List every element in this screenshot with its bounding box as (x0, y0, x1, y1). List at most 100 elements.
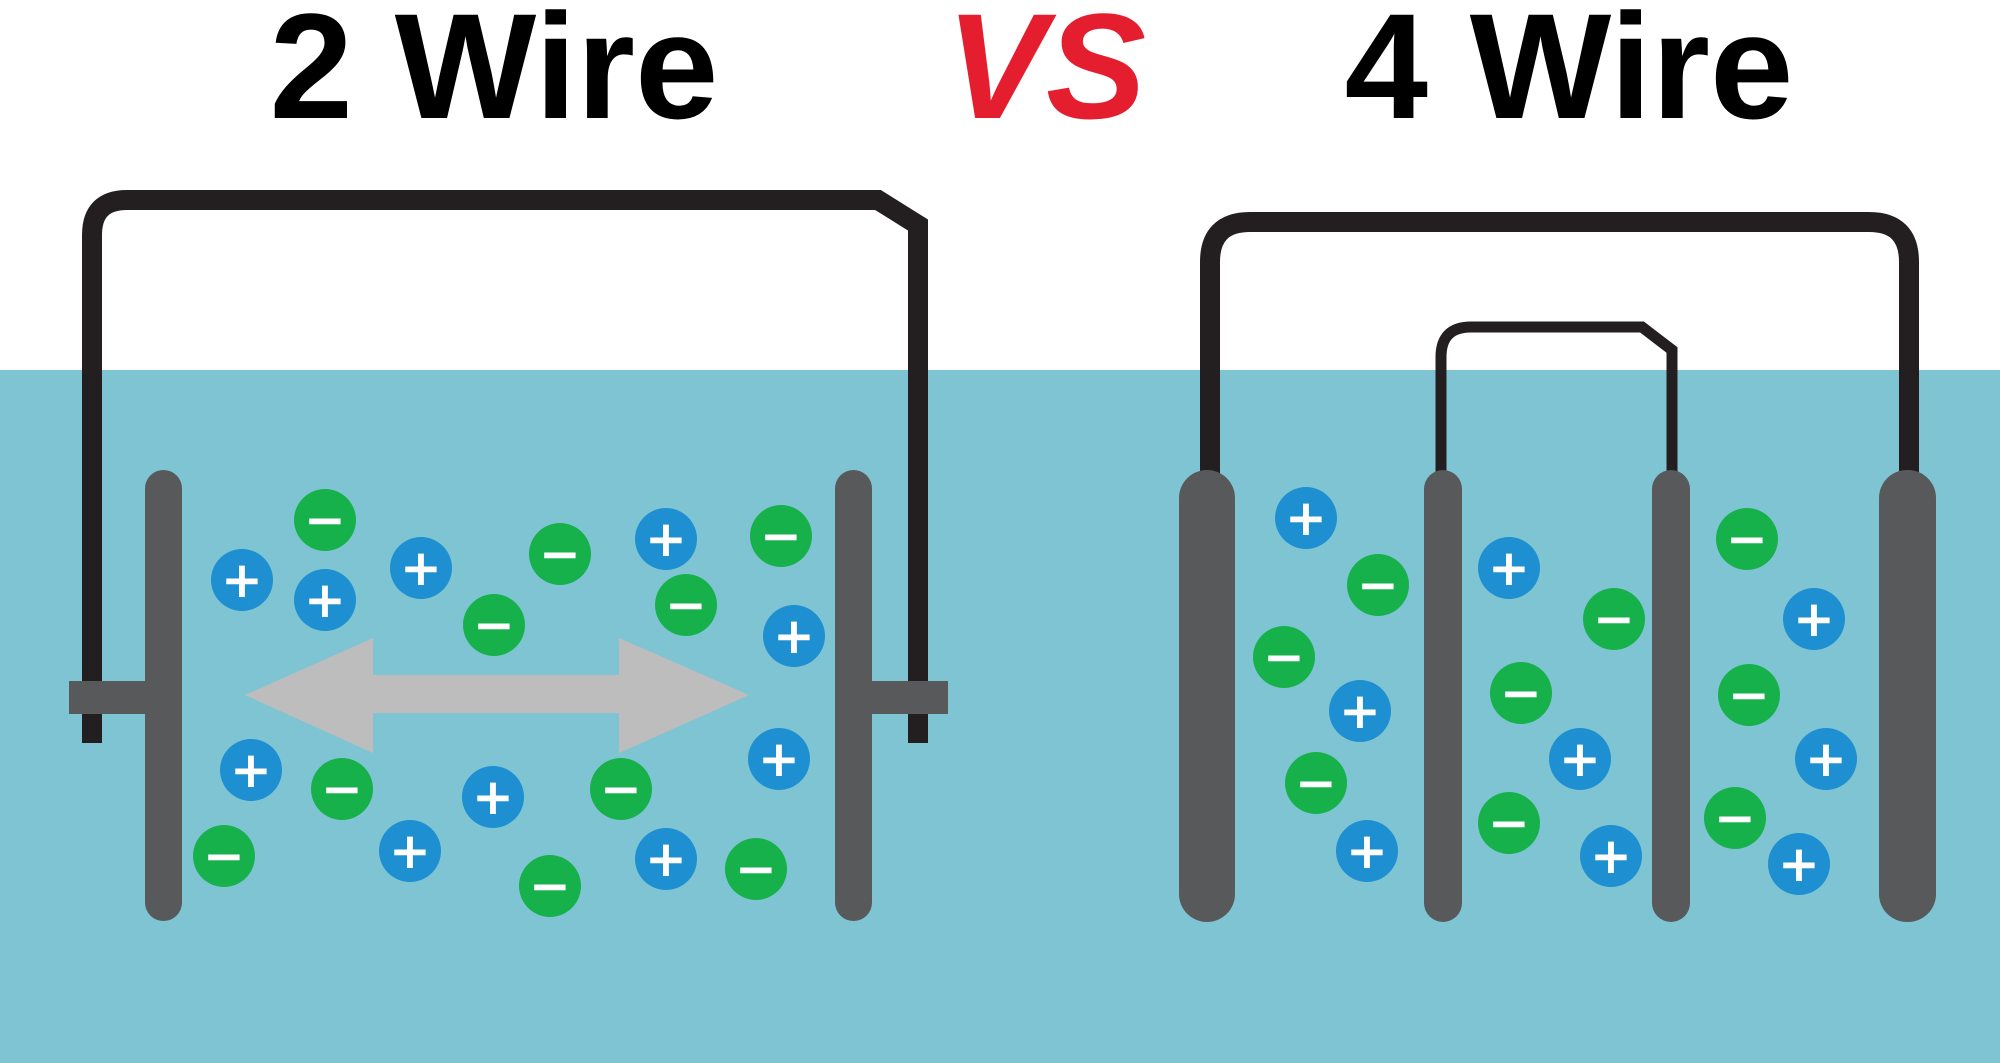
two-wire-lead (82, 190, 928, 743)
negative-ion-circle (311, 758, 373, 820)
positive-ion-circle (211, 549, 273, 611)
negative-ion: − (1478, 792, 1540, 854)
plus-icon: + (1778, 835, 1820, 893)
positive-ion: + (1275, 487, 1337, 549)
positive-ion-circle (379, 820, 441, 882)
negative-ion-circle (1716, 508, 1778, 570)
plus-icon: + (1346, 822, 1388, 880)
negative-ion-circle (1253, 626, 1315, 688)
minus-icon: − (735, 840, 777, 898)
outer-left-electrode (1179, 470, 1235, 922)
negative-ion: − (1718, 664, 1780, 726)
negative-ion: − (463, 594, 525, 656)
minus-icon: − (760, 507, 802, 565)
right-electrode (835, 470, 872, 921)
plus-icon: + (1805, 730, 1847, 788)
positive-ion-circle (635, 508, 697, 570)
negative-ion-circle (1347, 554, 1409, 616)
negative-ion: − (750, 505, 812, 567)
four-wire-title: 4 Wire (1345, 0, 1794, 150)
negative-ion-circle (294, 489, 356, 551)
minus-icon: − (1593, 590, 1635, 648)
positive-ion: + (390, 537, 452, 599)
plus-icon: + (1339, 682, 1381, 740)
positive-ion-circle (390, 537, 452, 599)
negative-ion-circle (590, 758, 652, 820)
positive-ion-circle (1549, 728, 1611, 790)
outer-lead (1200, 212, 1919, 480)
minus-icon: − (600, 760, 642, 818)
inner-right-electrode (1652, 470, 1690, 922)
four-wire-diagram: +−−+−++−−+−+−+−+−+ (1179, 212, 1936, 922)
left-clamp (69, 681, 149, 714)
positive-ion: + (1329, 680, 1391, 742)
positive-ion-circle (294, 569, 356, 631)
positive-ion: + (1336, 820, 1398, 882)
positive-ion: + (1768, 833, 1830, 895)
minus-icon: − (304, 491, 346, 549)
plus-icon: + (230, 741, 272, 799)
negative-ion: − (519, 855, 581, 917)
positive-ion-circle (1329, 680, 1391, 742)
positive-ion: + (1795, 728, 1857, 790)
minus-icon: − (529, 857, 571, 915)
negative-ion: − (1490, 662, 1552, 724)
negative-ion: − (655, 574, 717, 636)
left-electrode (145, 470, 182, 921)
negative-ion-circle (529, 523, 591, 585)
plus-icon: + (400, 539, 442, 597)
plus-icon: + (758, 730, 800, 788)
two-wire-title: 2 Wire (270, 0, 719, 150)
negative-ion-circle (1718, 664, 1780, 726)
positive-ion: + (1783, 588, 1845, 650)
positive-ion: + (763, 605, 825, 667)
plus-icon: + (1488, 539, 1530, 597)
negative-ion: − (193, 825, 255, 887)
positive-ion-circle (1275, 487, 1337, 549)
positive-ion-circle (1336, 820, 1398, 882)
negative-ion: − (590, 758, 652, 820)
negative-ion-circle (193, 825, 255, 887)
positive-ion: + (220, 739, 282, 801)
plus-icon: + (389, 822, 431, 880)
positive-ion-circle (635, 828, 697, 890)
positive-ion: + (748, 728, 810, 790)
positive-ion-circle (1768, 833, 1830, 895)
minus-icon: − (321, 760, 363, 818)
negative-ion-circle (750, 505, 812, 567)
negative-ion-circle (725, 838, 787, 900)
negative-ion-circle (1704, 787, 1766, 849)
minus-icon: − (665, 576, 707, 634)
negative-ion-circle (1285, 752, 1347, 814)
plus-icon: + (773, 607, 815, 665)
outer-right-electrode (1879, 470, 1936, 922)
positive-ion-circle (748, 728, 810, 790)
inner-left-electrode (1424, 470, 1462, 922)
positive-ion: + (1549, 728, 1611, 790)
plus-icon: + (1559, 730, 1601, 788)
inner-lead (1435, 321, 1678, 480)
minus-icon: − (1500, 664, 1542, 722)
negative-ion-circle (1478, 792, 1540, 854)
minus-icon: − (1728, 666, 1770, 724)
minus-icon: − (1488, 794, 1530, 852)
negative-ion: − (529, 523, 591, 585)
negative-ion: − (1285, 752, 1347, 814)
positive-ion-circle (1478, 537, 1540, 599)
double-arrow-icon (245, 638, 749, 753)
plus-icon: + (1285, 489, 1327, 547)
positive-ion-circle (1795, 728, 1857, 790)
positive-ion: + (211, 549, 273, 611)
plus-icon: + (472, 768, 514, 826)
negative-ion-circle (1490, 662, 1552, 724)
minus-icon: − (1263, 628, 1305, 686)
minus-icon: − (539, 525, 581, 583)
minus-icon: − (1357, 556, 1399, 614)
vs-label: VS (946, 0, 1146, 150)
plus-icon: + (221, 551, 263, 609)
negative-ion-circle (1583, 588, 1645, 650)
negative-ion-circle (655, 574, 717, 636)
negative-ion-circle (519, 855, 581, 917)
negative-ion: − (725, 838, 787, 900)
